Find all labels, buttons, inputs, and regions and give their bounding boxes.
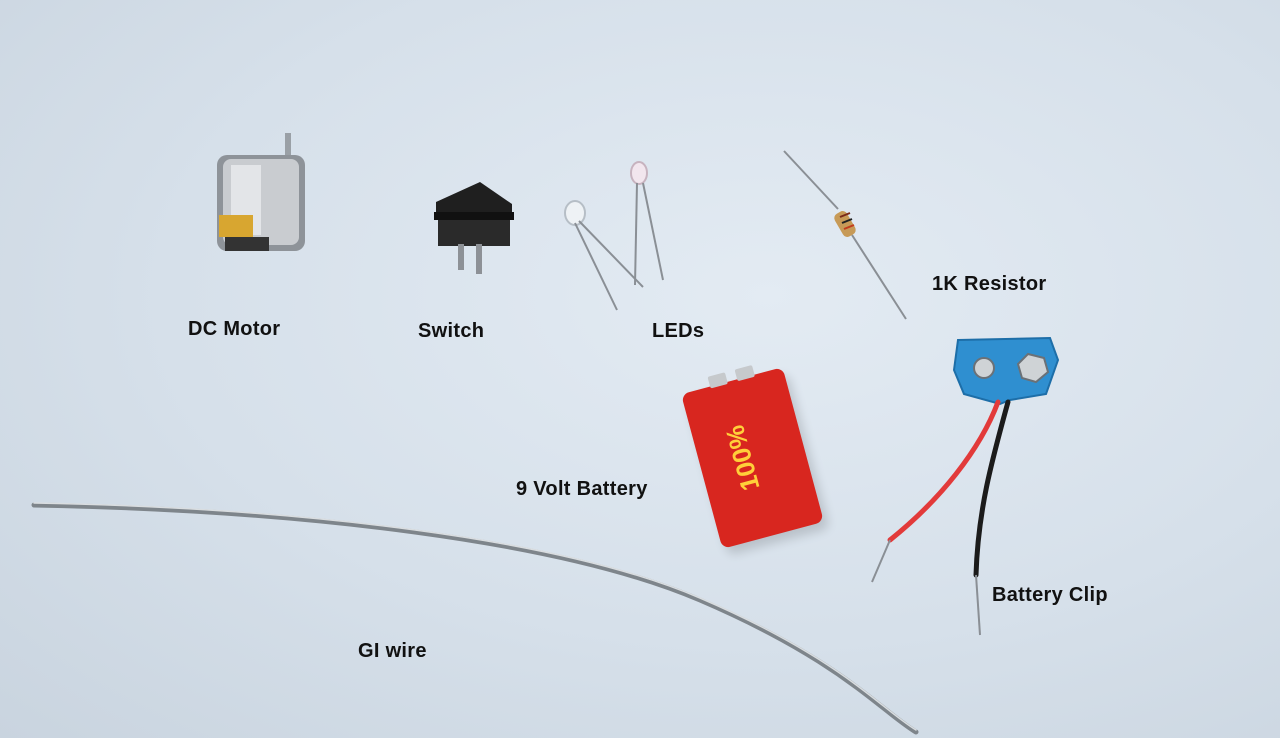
label-battery-clip: Battery Clip <box>992 584 1108 606</box>
switch-image <box>434 182 514 274</box>
battery-brand-print: 100% <box>719 422 766 495</box>
label-switch: Switch <box>418 320 485 342</box>
label-gi-wire: GI wire <box>358 640 427 662</box>
label-resistor: 1K Resistor <box>932 273 1047 295</box>
resistor-image <box>783 150 907 320</box>
dc-motor-image <box>217 133 305 251</box>
battery-clip-image <box>871 336 1060 636</box>
label-battery: 9 Volt Battery <box>516 478 648 500</box>
label-dc-motor: DC Motor <box>188 318 281 340</box>
leds-image <box>564 161 664 311</box>
label-leds: LEDs <box>652 320 705 342</box>
